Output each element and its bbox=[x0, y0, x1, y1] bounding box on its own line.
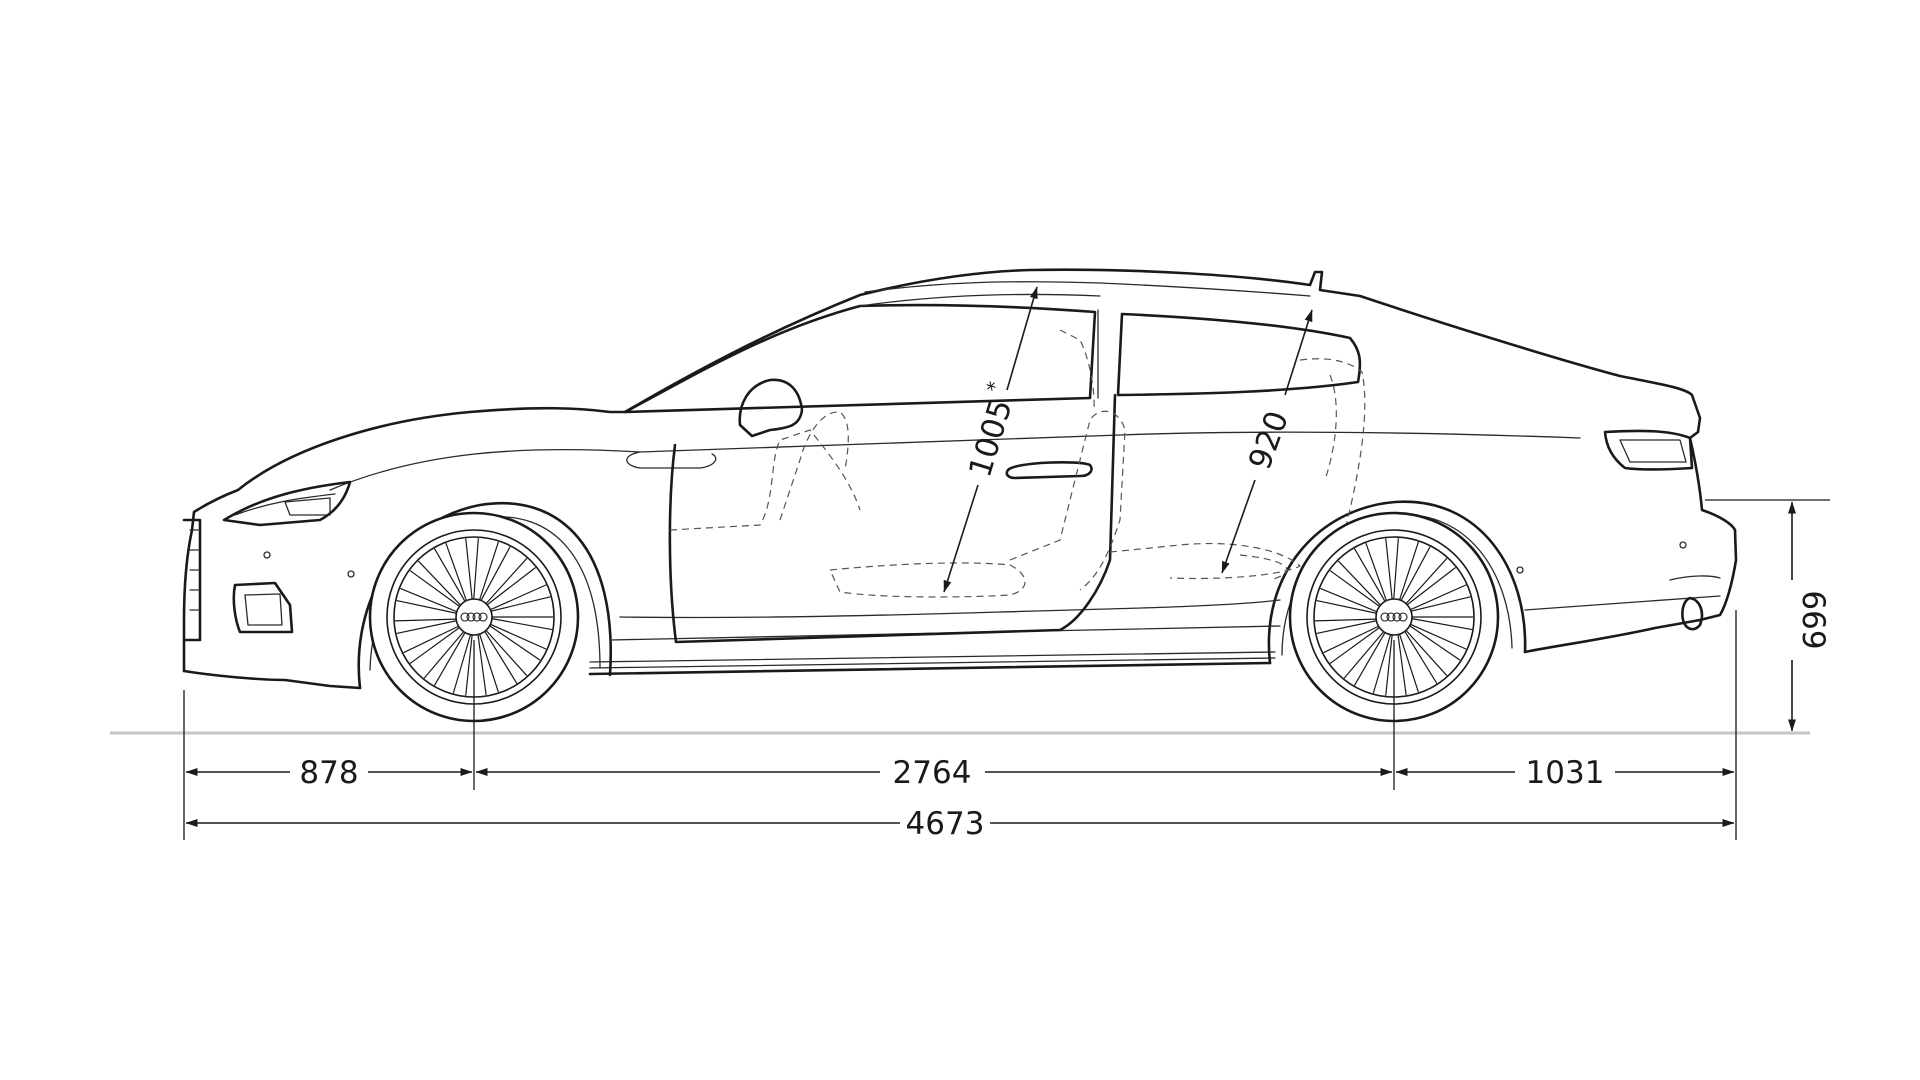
spoke bbox=[403, 625, 459, 654]
hub bbox=[455, 598, 493, 636]
dim-front-headroom-mark: * bbox=[981, 379, 1007, 396]
spoke bbox=[1409, 625, 1461, 661]
spoke bbox=[409, 570, 460, 607]
dim-rear-overhang: 1031 bbox=[1526, 755, 1605, 791]
spoke bbox=[477, 634, 487, 696]
spoke bbox=[465, 634, 473, 696]
spoke bbox=[1385, 634, 1393, 696]
spoke bbox=[490, 623, 547, 650]
spoke bbox=[396, 599, 457, 614]
spoke bbox=[1398, 541, 1419, 601]
spoke bbox=[1393, 538, 1399, 600]
spoke bbox=[423, 631, 465, 679]
spoke bbox=[478, 541, 499, 601]
spoke bbox=[1398, 633, 1419, 693]
rear-wheel bbox=[1288, 511, 1500, 723]
spoke bbox=[1320, 587, 1378, 613]
spoke bbox=[400, 587, 458, 613]
dim-line-front-headroom-bottom bbox=[943, 484, 979, 593]
spoke bbox=[433, 548, 466, 602]
spoke bbox=[417, 560, 461, 606]
four-rings-icon bbox=[1380, 612, 1408, 622]
spoke bbox=[1397, 634, 1407, 696]
spoke bbox=[1316, 599, 1377, 614]
spoke bbox=[452, 634, 472, 694]
four-rings-icon bbox=[460, 612, 488, 622]
spoke bbox=[1410, 623, 1467, 650]
dim-front-overhang: 878 bbox=[299, 755, 358, 791]
car-body bbox=[182, 268, 1738, 690]
dim-line-front-headroom-top bbox=[1006, 286, 1038, 391]
spoke bbox=[484, 631, 518, 684]
spoke bbox=[1400, 546, 1431, 601]
spoke bbox=[1365, 542, 1388, 601]
spoke bbox=[486, 566, 536, 606]
spoke bbox=[465, 538, 473, 600]
dim-line-rear-headroom-top bbox=[1284, 309, 1313, 396]
spoke bbox=[480, 546, 511, 601]
spoke bbox=[490, 596, 551, 612]
hub bbox=[1375, 598, 1413, 636]
spoke bbox=[1405, 557, 1448, 605]
spoke bbox=[1353, 548, 1386, 602]
spoke bbox=[490, 584, 547, 611]
spoke bbox=[1316, 620, 1377, 635]
spoke bbox=[1315, 618, 1377, 622]
spoke bbox=[396, 620, 457, 635]
spoke bbox=[1410, 596, 1471, 612]
spoke bbox=[473, 538, 479, 600]
dim-rear-headroom: 920 bbox=[1242, 406, 1296, 474]
spoke bbox=[1343, 631, 1385, 679]
spoke bbox=[433, 632, 466, 686]
spoke bbox=[1410, 584, 1467, 611]
spoke bbox=[489, 625, 541, 661]
spoke bbox=[1337, 560, 1381, 606]
rear-headroom-label: 920 bbox=[1242, 406, 1296, 474]
dim-overall-length: 4673 bbox=[906, 806, 985, 842]
spoke bbox=[395, 618, 457, 622]
spoke bbox=[1353, 632, 1386, 686]
spoke bbox=[1329, 627, 1380, 664]
spoke bbox=[1411, 618, 1473, 631]
spoke bbox=[1329, 570, 1380, 607]
spoke bbox=[485, 557, 528, 605]
spoke bbox=[1404, 631, 1438, 684]
spoke bbox=[491, 618, 553, 631]
spoke bbox=[409, 627, 460, 664]
spoke bbox=[1323, 625, 1379, 654]
dim-line-rear-headroom-bottom bbox=[1221, 479, 1256, 574]
dim-wheelbase: 2764 bbox=[893, 755, 972, 791]
spoke bbox=[445, 542, 468, 601]
spoke bbox=[478, 633, 499, 693]
spoke bbox=[485, 629, 528, 677]
spoke bbox=[1372, 634, 1392, 694]
interior-seats-dashed bbox=[669, 329, 1366, 598]
dim-height-rear: 669 bbox=[1795, 590, 1831, 649]
spoke bbox=[1385, 538, 1393, 600]
spoke bbox=[1405, 629, 1448, 677]
spoke bbox=[1406, 566, 1456, 606]
